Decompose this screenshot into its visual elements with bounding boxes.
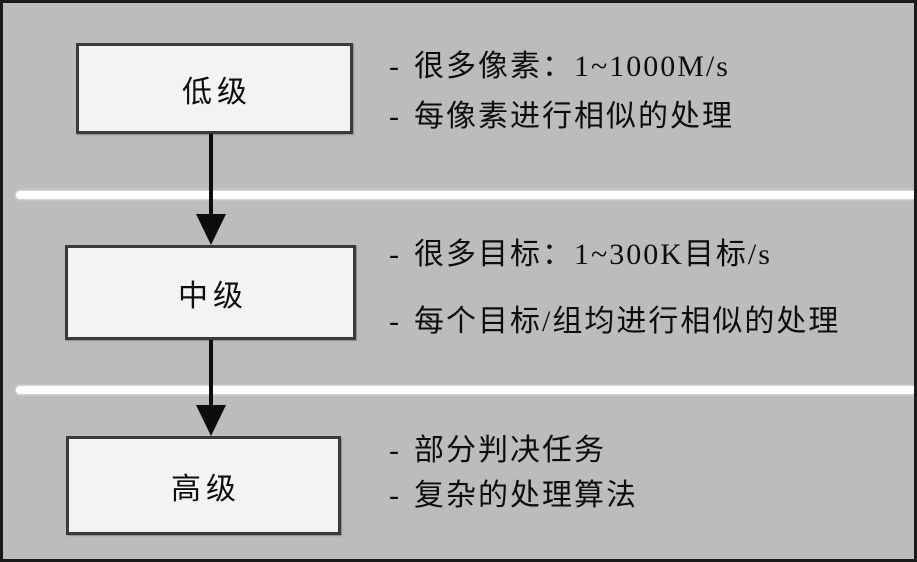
bullet-dash: -	[389, 50, 399, 83]
arrow-shaft	[209, 134, 213, 214]
bullet-text: 很多像素：1~1000M/s	[414, 50, 730, 83]
bullet-line-high-1: -部分判决任务	[389, 434, 606, 468]
arrow-shaft	[209, 340, 213, 405]
level-box-high: 高级	[66, 436, 341, 535]
flow-arrow-mid-to-high	[196, 340, 226, 436]
bullet-dash: -	[389, 479, 399, 512]
level-box-mid: 中级	[65, 245, 356, 340]
section-divider-1	[16, 191, 914, 199]
bullet-line-low-2: -每像素进行相似的处理	[389, 100, 734, 134]
section-divider-2	[16, 386, 914, 394]
bullet-dash: -	[389, 434, 399, 467]
bullet-dash: -	[389, 238, 399, 271]
arrow-head-icon	[196, 405, 226, 436]
flow-arrow-low-to-mid	[196, 134, 226, 245]
level-label-high: 高级	[171, 472, 241, 506]
arrow-head-icon	[196, 214, 226, 245]
bullet-line-mid-2: -每个目标/组均进行相似的处理	[389, 305, 840, 339]
bullet-line-high-2: -复杂的处理算法	[389, 479, 638, 513]
bullet-dash: -	[389, 100, 399, 133]
bullet-text: 每像素进行相似的处理	[414, 100, 734, 133]
bullet-dash: -	[389, 305, 399, 338]
bullet-text: 复杂的处理算法	[414, 479, 638, 512]
bullet-line-mid-1: -很多目标：1~300K目标/s	[389, 238, 772, 272]
bullet-line-low-1: -很多像素：1~1000M/s	[389, 50, 730, 84]
level-label-low: 低级	[182, 75, 252, 109]
bullet-text: 每个目标/组均进行相似的处理	[414, 305, 841, 338]
level-label-mid: 中级	[178, 279, 248, 313]
bullet-text: 部分判决任务	[414, 434, 606, 467]
level-box-low: 低级	[76, 43, 353, 134]
bullet-text: 很多目标：1~300K目标/s	[414, 238, 772, 271]
